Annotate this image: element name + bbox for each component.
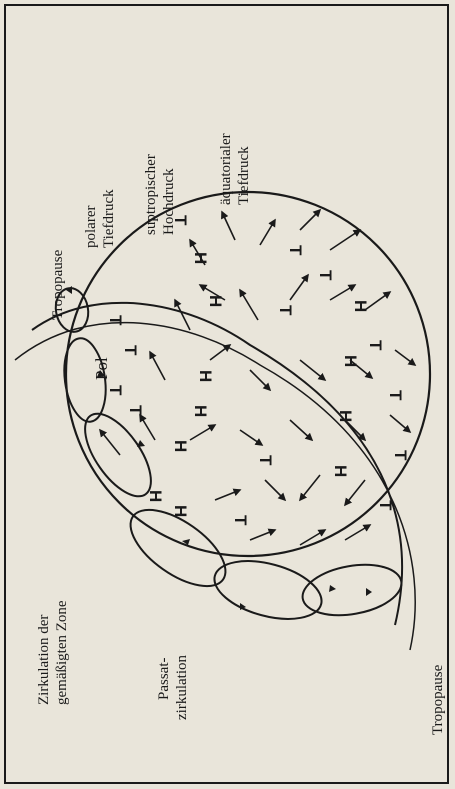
cell-arrowhead: [137, 440, 145, 447]
wind-arrow: [330, 230, 360, 250]
temperate-circulation-label-1: Zirkulation der: [36, 615, 52, 705]
circulation-cells: [52, 286, 405, 630]
wind-arrow: [240, 430, 262, 445]
wind-arrow: [330, 285, 355, 300]
low-symbol: T: [106, 385, 125, 396]
high-symbol: H: [191, 252, 210, 264]
wind-arrow: [290, 275, 308, 300]
wind-arrow: [395, 350, 415, 365]
wind-arrow: [100, 430, 120, 455]
wind-arrow: [215, 490, 240, 500]
low-symbol: T: [126, 405, 145, 416]
subtropical-high-label-1: suptropischer: [143, 154, 159, 235]
pole-label: Pol: [92, 357, 111, 380]
high-symbol: H: [171, 505, 190, 517]
low-symbol: T: [316, 270, 335, 281]
wind-arrow: [190, 425, 215, 440]
cell-arrowhead: [329, 585, 336, 592]
tropopause-outer-arc: [32, 303, 402, 625]
wind-arrow: [390, 415, 410, 432]
low-symbol: T: [106, 315, 125, 326]
wind-arrow: [300, 360, 325, 380]
low-symbol: T: [256, 455, 275, 466]
cell-arrowhead: [366, 588, 372, 596]
high-symbol: H: [171, 440, 190, 452]
equatorial-low-label-1: äquatorialer: [218, 133, 234, 205]
high-symbol: H: [146, 490, 165, 502]
high-symbol: H: [196, 370, 215, 382]
wind-arrow: [175, 300, 190, 330]
labels: Tropopause Pol polarer Tiefdruck suptrop…: [36, 133, 446, 735]
trade-circulation-label-1: Passat-: [156, 658, 172, 701]
low-symbol: T: [286, 245, 305, 256]
high-symbol: H: [191, 405, 210, 417]
tropopause-label-bottom: Tropopause: [430, 664, 446, 735]
wind-arrow: [300, 530, 325, 545]
low-symbol: T: [276, 305, 295, 316]
wind-arrow: [290, 420, 312, 440]
wind-arrow: [140, 415, 155, 440]
earth-globe: [66, 192, 430, 556]
wind-arrow: [345, 525, 370, 540]
high-symbol: H: [206, 295, 225, 307]
wind-arrow: [345, 420, 365, 440]
high-symbol: H: [331, 465, 350, 477]
high-symbol: H: [341, 355, 360, 367]
wind-arrow: [260, 220, 275, 245]
wind-arrow: [300, 475, 320, 500]
low-symbol: T: [386, 390, 405, 401]
wind-arrow: [250, 370, 270, 390]
low-symbol: T: [391, 450, 410, 461]
wind-arrow: [300, 210, 320, 230]
wind-arrow: [150, 352, 165, 380]
cell-arrowhead: [66, 286, 72, 294]
wind-arrow: [222, 212, 235, 240]
wind-arrow: [210, 345, 230, 360]
wind-arrow: [240, 290, 258, 320]
low-symbol: T: [231, 515, 250, 526]
polar-low-label-2: Tiefdruck: [101, 189, 117, 248]
low-symbol: T: [121, 345, 140, 356]
low-symbol: T: [366, 340, 385, 351]
temperate-circulation-label-2: gemäßigten Zone: [54, 600, 70, 705]
trade-cell-2: [208, 551, 328, 630]
wind-arrow: [250, 530, 275, 540]
low-symbol: T: [376, 500, 395, 511]
tropopause-label-top: Tropopause: [50, 249, 66, 320]
trade-circulation-label-2: zirkulation: [174, 655, 190, 720]
figure-frame: [5, 5, 448, 783]
polar-low-label-1: polarer: [83, 206, 99, 248]
wind-arrow: [345, 480, 365, 505]
high-symbol: H: [351, 300, 370, 312]
high-symbol: H: [336, 410, 355, 422]
subtropical-high-label-2: Hochdruck: [161, 168, 177, 235]
equatorial-low-label-2: Tiefdruck: [236, 146, 252, 205]
wind-arrow: [265, 480, 285, 500]
